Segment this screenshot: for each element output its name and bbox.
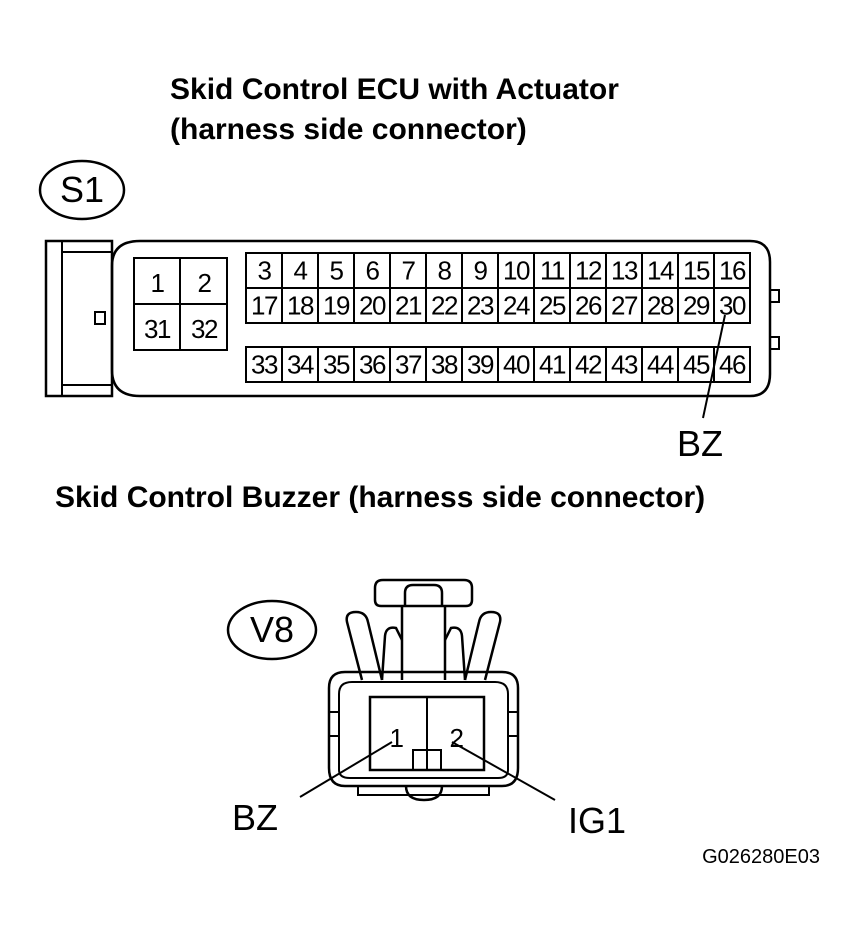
ecu-connector-id: S1: [60, 169, 104, 210]
ecu-pin-21: 21: [395, 291, 422, 321]
ecu-pin-25: 25: [539, 291, 566, 321]
buzzer-bz-label: BZ: [232, 797, 278, 838]
buzzer-connector-id-bubble: [226, 599, 318, 661]
ecu-pin-20: 20: [359, 291, 386, 321]
figure-code: G026280E03: [702, 846, 820, 868]
ecu-pin-4: 4: [294, 256, 308, 286]
ecu-pin-32: 32: [191, 314, 218, 344]
ecu-pin-15: 15: [683, 256, 710, 286]
ecu-pin-1: 1: [151, 268, 165, 298]
ecu-pin-45: 45: [683, 350, 710, 380]
ecu-pin-9: 9: [474, 256, 488, 286]
ecu-pin-30: 30: [719, 291, 746, 321]
ecu-title-line1: Skid Control ECU with Actuator: [170, 73, 619, 106]
buzzer-connector-id: V8: [250, 609, 294, 650]
buzzer-connector-body: [327, 578, 520, 802]
ecu-pin-22: 22: [431, 291, 458, 321]
ecu-pin-33: 33: [251, 350, 278, 380]
ecu-pin-43: 43: [611, 350, 638, 380]
ecu-pin-13: 13: [611, 256, 638, 286]
ecu-pin-10: 10: [503, 256, 530, 286]
buzzer-bz-leader-line: [299, 741, 393, 798]
ecu-pin-5: 5: [330, 256, 344, 286]
ecu-pin-41: 41: [539, 350, 566, 380]
ecu-pin-18: 18: [287, 291, 314, 321]
ecu-pin-44: 44: [647, 350, 674, 380]
ecu-pin-19: 19: [323, 291, 350, 321]
ecu-pin-39: 39: [467, 350, 494, 380]
ecu-pin-38: 38: [431, 350, 458, 380]
ecu-pin-8: 8: [438, 256, 452, 286]
ecu-pin-16: 16: [719, 256, 746, 286]
ecu-pin-24: 24: [503, 291, 530, 321]
ecu-pin-23: 23: [467, 291, 494, 321]
ecu-bz-leader-line: [702, 314, 726, 419]
ecu-connector-id-bubble: [38, 159, 126, 221]
ecu-pin-26: 26: [575, 291, 602, 321]
ecu-pin-12: 12: [575, 256, 602, 286]
ecu-pin-31: 31: [144, 314, 171, 344]
ecu-pin-40: 40: [503, 350, 530, 380]
buzzer-ig1-leader-line: [451, 741, 556, 801]
ecu-bz-label: BZ: [677, 423, 723, 464]
ecu-pin-34: 34: [287, 350, 314, 380]
ecu-pin-37: 37: [395, 350, 422, 380]
ecu-pin-grid-bottom: 33 34 35 36 37 38 39 40 41 42 43 44 45 46: [245, 346, 751, 383]
ecu-pin-28: 28: [647, 291, 674, 321]
ecu-pin-29: 29: [683, 291, 710, 321]
ecu-pin-46: 46: [719, 350, 746, 380]
ecu-pin-27: 27: [611, 291, 638, 321]
buzzer-pin-2: 2: [450, 723, 464, 753]
buzzer-title: Skid Control Buzzer (harness side connec…: [55, 481, 705, 514]
ecu-pin-11: 11: [540, 256, 565, 286]
ecu-pin-14: 14: [647, 256, 674, 286]
ecu-title-line2: (harness side connector): [170, 113, 527, 146]
ecu-pin-block-left: 1 2 31 32: [133, 257, 228, 351]
buzzer-ig1-label: IG1: [568, 800, 626, 841]
buzzer-pin-1: 1: [390, 723, 404, 753]
ecu-pin-42: 42: [575, 350, 602, 380]
ecu-pin-35: 35: [323, 350, 350, 380]
ecu-pin-3: 3: [258, 256, 272, 286]
ecu-pin-2: 2: [198, 268, 212, 298]
ecu-pin-36: 36: [359, 350, 386, 380]
ecu-pin-6: 6: [366, 256, 380, 286]
ecu-pin-17: 17: [251, 291, 278, 321]
ecu-pin-7: 7: [402, 256, 416, 286]
ecu-connector-body: [44, 239, 780, 398]
